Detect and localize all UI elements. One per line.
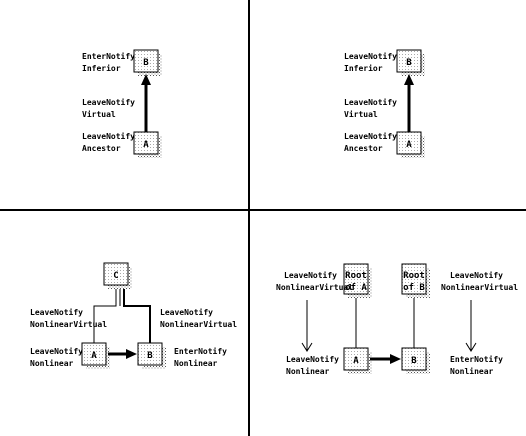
label-nlv-left-1: LeaveNotify [284,270,337,280]
box-b-label: B [406,58,412,68]
box-b-label: B [147,351,153,361]
label-nl-left-1: LeaveNotify [286,354,339,364]
label-nl-right-1: EnterNotify [450,354,503,364]
label-nlv-right-1: LeaveNotify [450,270,503,280]
panel-top-right: B A LeaveNotify Inferior LeaveNotify Vir… [344,49,425,158]
label-leave-ancestor-2: Ancestor [344,144,383,153]
arrow-head-right [390,354,401,364]
label-leave-virtual-2: Virtual [82,109,116,119]
arrow-head-up [141,74,151,85]
panel-bottom-left: C A B LeaveNotify NonlinearVirtual Leave… [30,262,237,369]
box-b [133,49,159,73]
label-nlv-right-1: LeaveNotify [160,307,213,317]
label-nlv-left-1: LeaveNotify [30,307,83,317]
box-b-label: B [143,58,149,68]
label-nlv-left-2: NonlinearVirtual [30,319,107,329]
box-root-b-label-1: Root [403,271,425,281]
box-b [137,342,163,366]
label-leave-inferior-1: LeaveNotify [344,51,397,61]
box-root-a [343,263,369,295]
box-root-b [401,263,427,295]
box-a [343,347,369,371]
box-root-b-label-2: of B [403,283,425,293]
label-leave-ancestor-1: LeaveNotify [82,131,135,141]
arrow-head-right [126,349,137,359]
box-root-a-label-2: of A [345,283,367,293]
panel-bottom-right: Root of A Root of B A B LeaveNotify Nonl… [276,263,518,376]
box-b [401,347,427,371]
label-nl-right-1: EnterNotify [174,346,227,356]
label-nl-right-2: Nonlinear [174,358,218,368]
panel-top-left: B A EnterNotify Inferior LeaveNotify Vir… [82,49,162,158]
label-nl-right-2: Nonlinear [450,366,494,376]
label-nl-left-2: Nonlinear [30,358,74,368]
box-b [396,49,422,73]
label-leave-ancestor-2: Ancestor [82,144,121,153]
box-a-label: A [406,140,412,150]
box-c [103,262,129,286]
box-root-a-label-1: Root [345,271,367,281]
label-leave-ancestor-1: LeaveNotify [344,131,397,141]
connector-c-to-a-thin [93,285,117,347]
box-b-label: B [411,356,417,366]
label-leave-virtual-2: Virtual [344,109,378,119]
label-nl-left-2: Nonlinear [286,366,330,376]
label-nlv-right-2: NonlinearVirtual [160,319,237,329]
label-nlv-right-2: NonlinearVirtual [441,282,518,292]
box-c-label: C [113,271,118,281]
box-a-label: A [91,351,97,361]
box-a-label: A [143,140,149,150]
box-a-label: A [353,356,359,366]
box-a [81,342,107,366]
label-enter-2: Inferior [82,63,121,73]
connector-c-to-b [123,285,151,345]
label-nl-left-1: LeaveNotify [30,346,83,356]
label-enter-1: EnterNotify [82,51,135,61]
label-leave-inferior-2: Inferior [344,63,383,73]
event-arrow-right-head [465,342,477,352]
label-leave-virtual-1: LeaveNotify [344,97,397,107]
arrow-head-up [404,74,414,85]
event-arrow-left-head [301,342,313,352]
label-leave-virtual-1: LeaveNotify [82,97,135,107]
label-nlv-left-2: NonlinearVirtual [276,282,353,292]
